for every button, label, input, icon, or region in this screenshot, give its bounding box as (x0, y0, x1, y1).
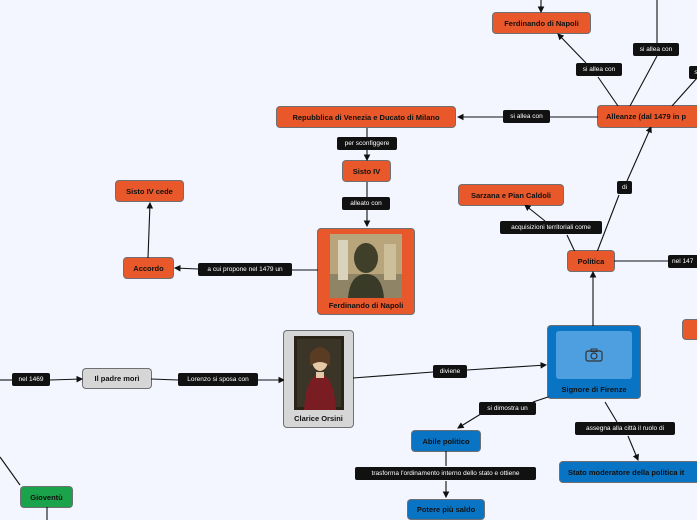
label-nel-1469: nel 1469 (12, 373, 50, 386)
label-assegna: assegna alla città il ruolo di (575, 422, 675, 435)
node-gioventu[interactable]: Gioventù (21, 487, 72, 507)
label-alleato-con: alleato con (342, 197, 390, 210)
label-a-cui-propone: a cui propone nel 1479 un (198, 263, 292, 276)
node-potere[interactable]: Potere più saldo (408, 500, 484, 519)
edge-to-padre (49, 375, 84, 383)
label-di: di (617, 181, 632, 194)
edge-to-ferdinando-top (557, 33, 587, 64)
node-clarice-label: Clarice Orsini (294, 414, 343, 423)
node-signore-label: Signore di Firenze (561, 385, 627, 394)
label-per-sconfiggere: per sconfiggere (337, 137, 397, 150)
label-nel-147: nel 147 (668, 255, 697, 268)
edge-padre-label (150, 378, 179, 381)
edge-to-signore (466, 362, 548, 371)
image-placeholder (556, 331, 632, 379)
label-si-dimostra: si dimostra un (479, 402, 536, 415)
edge-to-sisto-cede (146, 201, 154, 259)
edge-politica-label2 (566, 234, 576, 253)
label-edge-s: s (689, 66, 697, 79)
label-si-allea-2: si allea con (633, 43, 679, 56)
node-clarice[interactable]: Clarice Orsini (284, 331, 353, 427)
edge-alleanze-label1 (597, 76, 619, 107)
portrait-clarice-icon (293, 336, 344, 410)
label-si-allea-3: si allea con (503, 110, 550, 123)
label-si-allea-1: si allea con (576, 63, 622, 76)
camera-icon (585, 348, 603, 362)
node-abile[interactable]: Abile politico (412, 431, 480, 451)
node-sarzana[interactable]: Sarzana e Pian Caldoli (459, 185, 563, 205)
edge-politica-label (596, 194, 620, 253)
edge-to-stato (627, 435, 639, 462)
node-ferdinando-image-label: Ferdinando di Napoli (328, 301, 404, 310)
node-ferdinando-top[interactable]: Ferdinando di Napoli (493, 13, 590, 33)
node-ferdinando-image[interactable]: Ferdinando di Napoli (318, 229, 414, 314)
node-signore[interactable]: Signore di Firenze (548, 326, 640, 398)
edge-to-sarzana (524, 204, 546, 222)
edge-to-accordo (173, 264, 199, 272)
edge-clarice-label (352, 371, 434, 379)
edge-alleanze-right (671, 77, 697, 107)
label-lorenzo-sposa: Lorenzo si sposa con (178, 373, 258, 386)
edge-alleanze-label2 (629, 55, 658, 107)
label-acquisizioni: acquisizioni territoriali come (500, 221, 602, 234)
node-alleanze[interactable]: Alleanze (dal 1479 in p (598, 106, 697, 127)
edge-to-alleanze (626, 125, 652, 182)
node-padre-mori[interactable]: Il padre morì (83, 369, 151, 388)
label-diviene: diviene (433, 365, 467, 378)
node-accordo[interactable]: Accordo (124, 258, 173, 278)
edge-signore-label2 (604, 401, 618, 423)
portrait-ferdinando-icon (330, 234, 402, 298)
node-sisto-cede[interactable]: Sisto IV cede (116, 181, 183, 201)
node-politica[interactable]: Politica (568, 251, 614, 271)
label-trasforma: trasforma l'ordinamento interno dello st… (355, 467, 536, 480)
edge-left-gioventu (0, 456, 21, 486)
node-sisto[interactable]: Sisto IV (343, 161, 390, 181)
node-stato[interactable]: Stato moderatore della politica it (560, 462, 697, 482)
node-right-edge[interactable] (683, 320, 697, 339)
node-repubblica[interactable]: Repubblica di Venezia e Ducato di Milano (277, 107, 455, 127)
